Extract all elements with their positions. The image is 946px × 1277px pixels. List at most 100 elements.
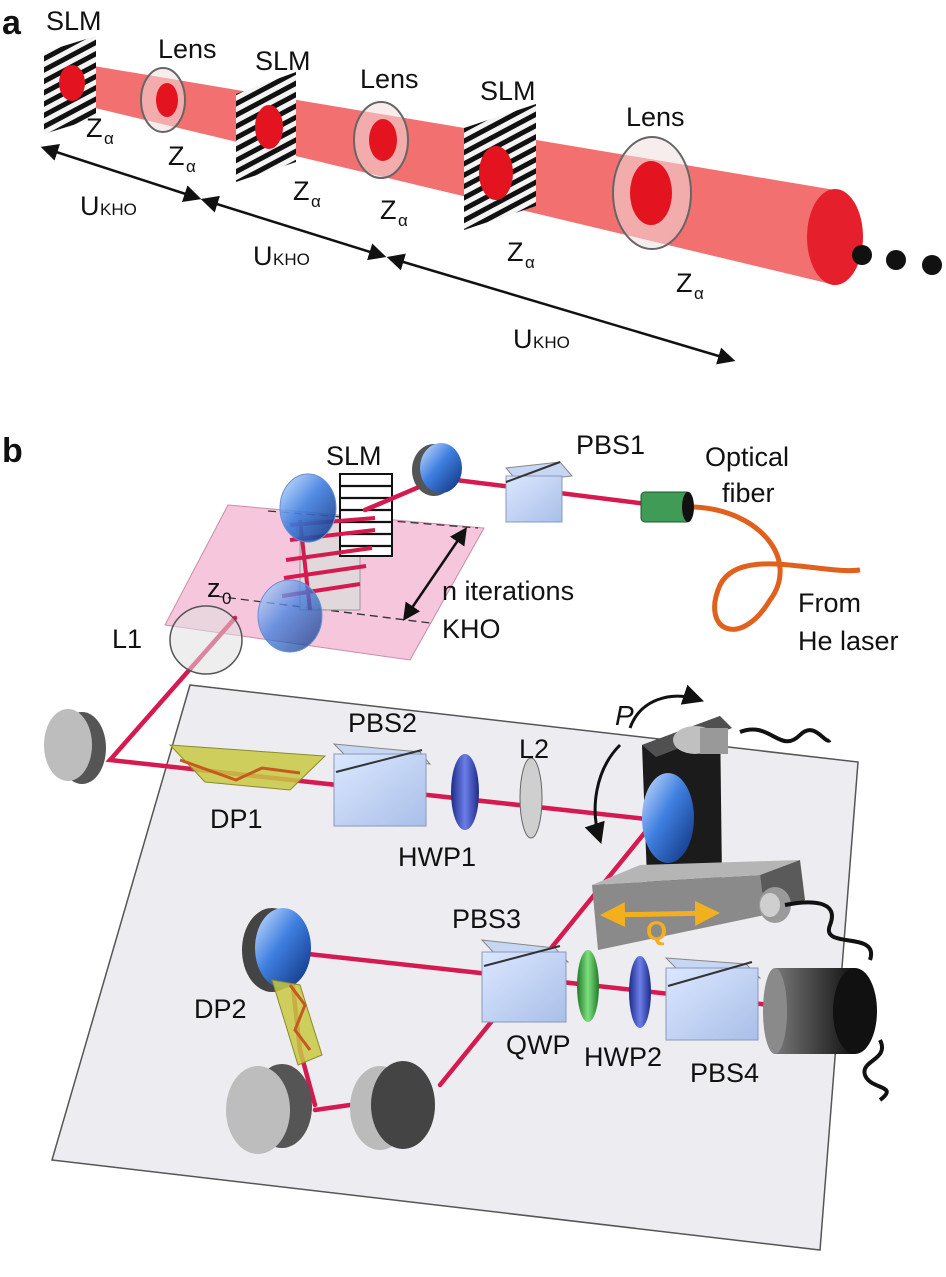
mount-knob [673,726,728,754]
hwp1-waveplate [451,754,479,830]
hwp2-label: HWP2 [584,1042,662,1072]
lens [257,579,323,653]
detector-cable [862,1039,889,1102]
mirror [412,443,462,496]
beam-spot [630,161,672,225]
svg-text:Z: Z [507,237,524,267]
mirror [226,1064,312,1154]
svg-text:KHO: KHO [100,200,137,219]
beam-spot [59,65,85,101]
svg-text:α: α [311,192,321,211]
iterations-label-line2: KHO [442,614,501,644]
lens-label: Lens [158,34,217,64]
ellipsis-dot [886,250,906,270]
lens-label: Lens [626,102,685,132]
q-label: Q [646,916,667,946]
prism-beam [288,984,312,1051]
hwp1-label: HWP1 [398,842,476,872]
stage-cable [784,900,874,961]
iterations-label-line1: n iterations [442,576,574,606]
svg-text:U: U [80,191,100,221]
svg-text:Z: Z [293,176,310,206]
p-label: P [615,700,634,731]
optical-fiber-label-line1: Optical [705,442,789,472]
mirror [350,1061,435,1150]
lens-label: Lens [360,64,419,94]
svg-text:α: α [104,129,114,148]
ukho-arrow [40,144,202,202]
beam-spot [479,146,513,200]
ukho-arrow [200,195,387,261]
svg-text:Z: Z [676,268,693,298]
slm-label: SLM [480,76,536,106]
pbs4-label: PBS4 [690,1058,759,1088]
ukho-arrow [386,253,736,365]
p-rotation-arrow [628,684,704,729]
dp2-label: DP2 [194,994,247,1024]
dp1-label: DP1 [210,804,263,834]
svg-text:Z: Z [380,195,397,225]
pbs1-label: PBS1 [576,430,645,460]
fiber-coupler [640,491,694,523]
l1-label: L1 [112,624,142,654]
stage-knob [759,887,791,923]
detector [763,968,877,1054]
slm-label: SLM [326,441,382,471]
svg-text:0: 0 [222,589,231,608]
pbs3-cube [480,939,570,1023]
steering-mirror [642,716,732,905]
svg-text:α: α [694,284,704,303]
l2-lens [519,757,543,839]
mirror [44,709,106,784]
svg-text:α: α [525,253,535,272]
lens [279,473,337,543]
pbs3-label: PBS3 [452,904,521,934]
ellipsis-dot [922,255,942,275]
svg-text:U: U [513,324,533,354]
beam-spot [255,105,283,149]
mount-cable [739,727,832,744]
qwp-waveplate [577,950,599,1022]
optical-fiber [693,504,861,632]
pbs4-cube [664,957,762,1041]
p-rotation-arrow [584,743,622,844]
beam-spot [369,119,397,161]
prism-beam [179,758,301,782]
svg-text:Z: Z [168,141,185,171]
pbs2-cube [332,743,432,827]
ellipsis-dot [852,245,872,265]
l1-lens [169,605,243,675]
svg-text:U: U [253,241,273,271]
iteration-arrow [403,527,467,621]
slm-label: SLM [255,46,311,76]
dp1-prism [168,744,327,791]
svg-text:α: α [398,211,408,230]
q-translation-arrow [600,900,720,928]
svg-text:KHO: KHO [533,333,570,352]
beam-end [807,189,863,285]
optical-fiber-label-line2: fiber [722,478,775,508]
beam-spot [156,83,178,117]
svg-text:z: z [207,573,221,603]
hwp2-waveplate [629,956,651,1028]
svg-text:KHO: KHO [273,250,310,269]
slm-label: SLM [46,6,102,36]
mirror [242,908,311,992]
svg-text:Z: Z [86,113,103,143]
panel-a-letter: a [2,4,22,42]
slm-grating [339,473,393,557]
qwp-label: QWP [506,1030,571,1060]
source-label-line2: He laser [798,626,899,656]
